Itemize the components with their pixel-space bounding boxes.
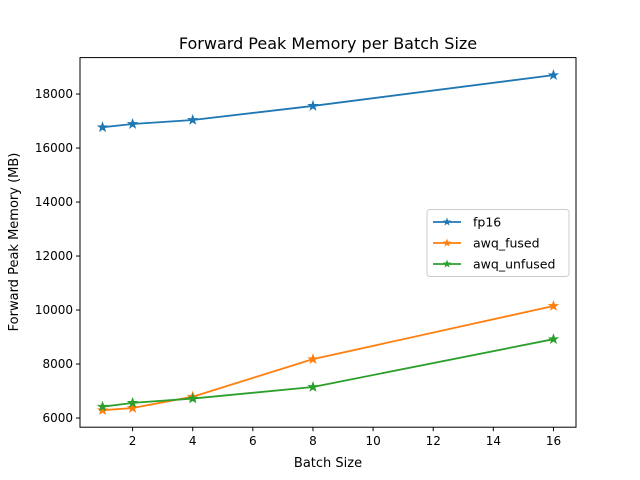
data-point-fp16 [307,99,319,111]
legend-marker-fp16 [442,217,452,226]
data-point-fp16 [96,121,109,133]
y-tick-label: 12000 [35,249,73,263]
legend-marker-awq_unfused [442,259,452,268]
legend-box [426,209,570,277]
data-point-awq_unfused [126,396,139,408]
series-line-fp16 [102,74,554,129]
y-tick-label: 6000 [42,411,73,425]
y-tick-label: 10000 [35,303,73,317]
data-point-awq_fused [547,299,560,311]
x-tick-label: 4 [189,434,197,448]
data-point-awq_unfused [307,380,319,392]
series-line-awq_unfused [102,338,554,408]
legend-label-fp16: fp16 [473,215,501,230]
data-point-fp16 [547,69,560,81]
x-tick-label: 16 [546,434,561,448]
data-point-awq_unfused [186,392,199,404]
y-tick-label: 8000 [42,357,73,371]
chart-title: Forward Peak Memory per Batch Size [179,34,477,53]
y-tick-label: 16000 [35,141,73,155]
x-tick-label: 12 [426,434,441,448]
legend-label-awq_fused: awq_fused [473,236,540,251]
x-tick-label: 2 [129,434,137,448]
data-point-awq_fused [96,404,109,416]
data-point-fp16 [126,118,139,129]
data-point-fp16 [186,113,199,125]
data-point-awq_unfused [96,400,109,412]
x-tick-label: 14 [486,434,501,448]
legend: fp16 awq_fused awq_unfused [426,209,570,277]
legend-marker-awq_fused [442,238,452,247]
x-tick-label: 10 [365,434,380,448]
x-axis-label: Batch Size [294,456,362,471]
data-point-awq_unfused [547,333,560,345]
y-axis-label: Forward Peak Memory (MB) [7,153,22,332]
x-tick-label: 6 [249,434,257,448]
data-point-awq_fused [307,353,319,365]
plot-frame [79,57,577,428]
y-tick-label: 18000 [35,87,73,101]
x-tick-label: 8 [309,434,317,448]
y-tick-label: 14000 [35,195,73,209]
series-line-awq_fused [102,305,554,412]
legend-label-awq_unfused: awq_unfused [473,257,555,272]
